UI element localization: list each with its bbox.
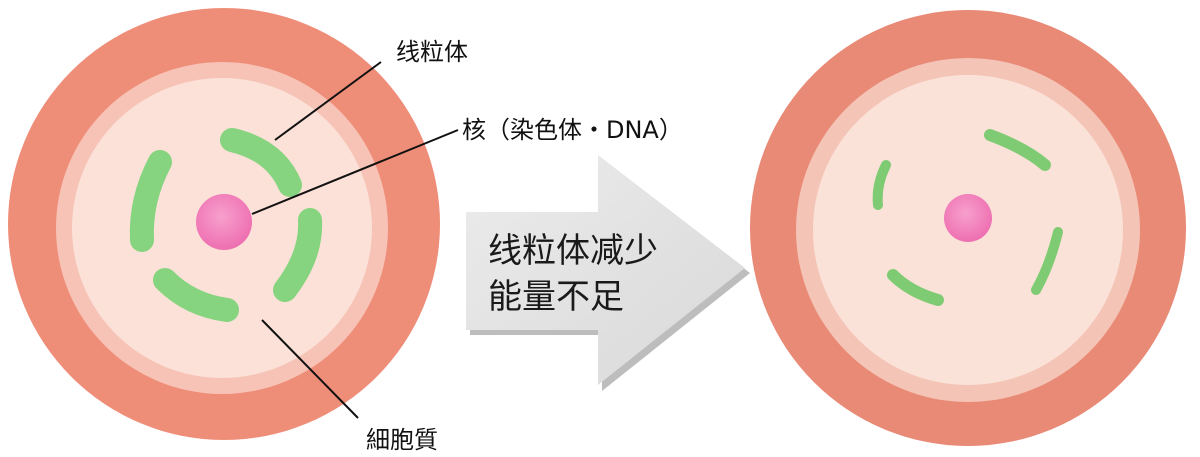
arrow: [466, 155, 750, 391]
mitochondrion: [273, 208, 323, 302]
mitochondrion: [872, 160, 891, 210]
leader-line-mitochondria: [274, 61, 382, 141]
arrow-caption: 线粒体减少 能量不足: [488, 228, 658, 320]
mitochondria-group: [129, 128, 323, 322]
mitochondrion: [984, 129, 1051, 171]
label-mitochondria: 线粒体: [396, 38, 468, 66]
mitochondrion: [153, 268, 239, 322]
label-nucleus: 核（染色体・DNA）: [462, 116, 683, 144]
mitochondria-group: [872, 129, 1063, 306]
healthy-cell: [8, 8, 459, 440]
deficient-cell: [750, 10, 1186, 446]
leader-line-cytoplasm: [261, 319, 359, 419]
arrow-shape: [466, 155, 745, 385]
leader-lines: [251, 61, 459, 419]
label-cytoplasm: 細胞質: [366, 426, 438, 454]
leader-line-nucleus: [251, 129, 459, 215]
mitochondrion: [129, 150, 172, 252]
arrow-caption-line1: 线粒体减少: [488, 231, 658, 271]
mitochondrion: [887, 269, 944, 306]
nucleus: [196, 194, 252, 250]
nucleus: [944, 194, 992, 242]
arrow-caption-line2: 能量不足: [488, 277, 624, 317]
mitochondrion: [1031, 227, 1063, 295]
mitochondrion: [220, 128, 302, 197]
